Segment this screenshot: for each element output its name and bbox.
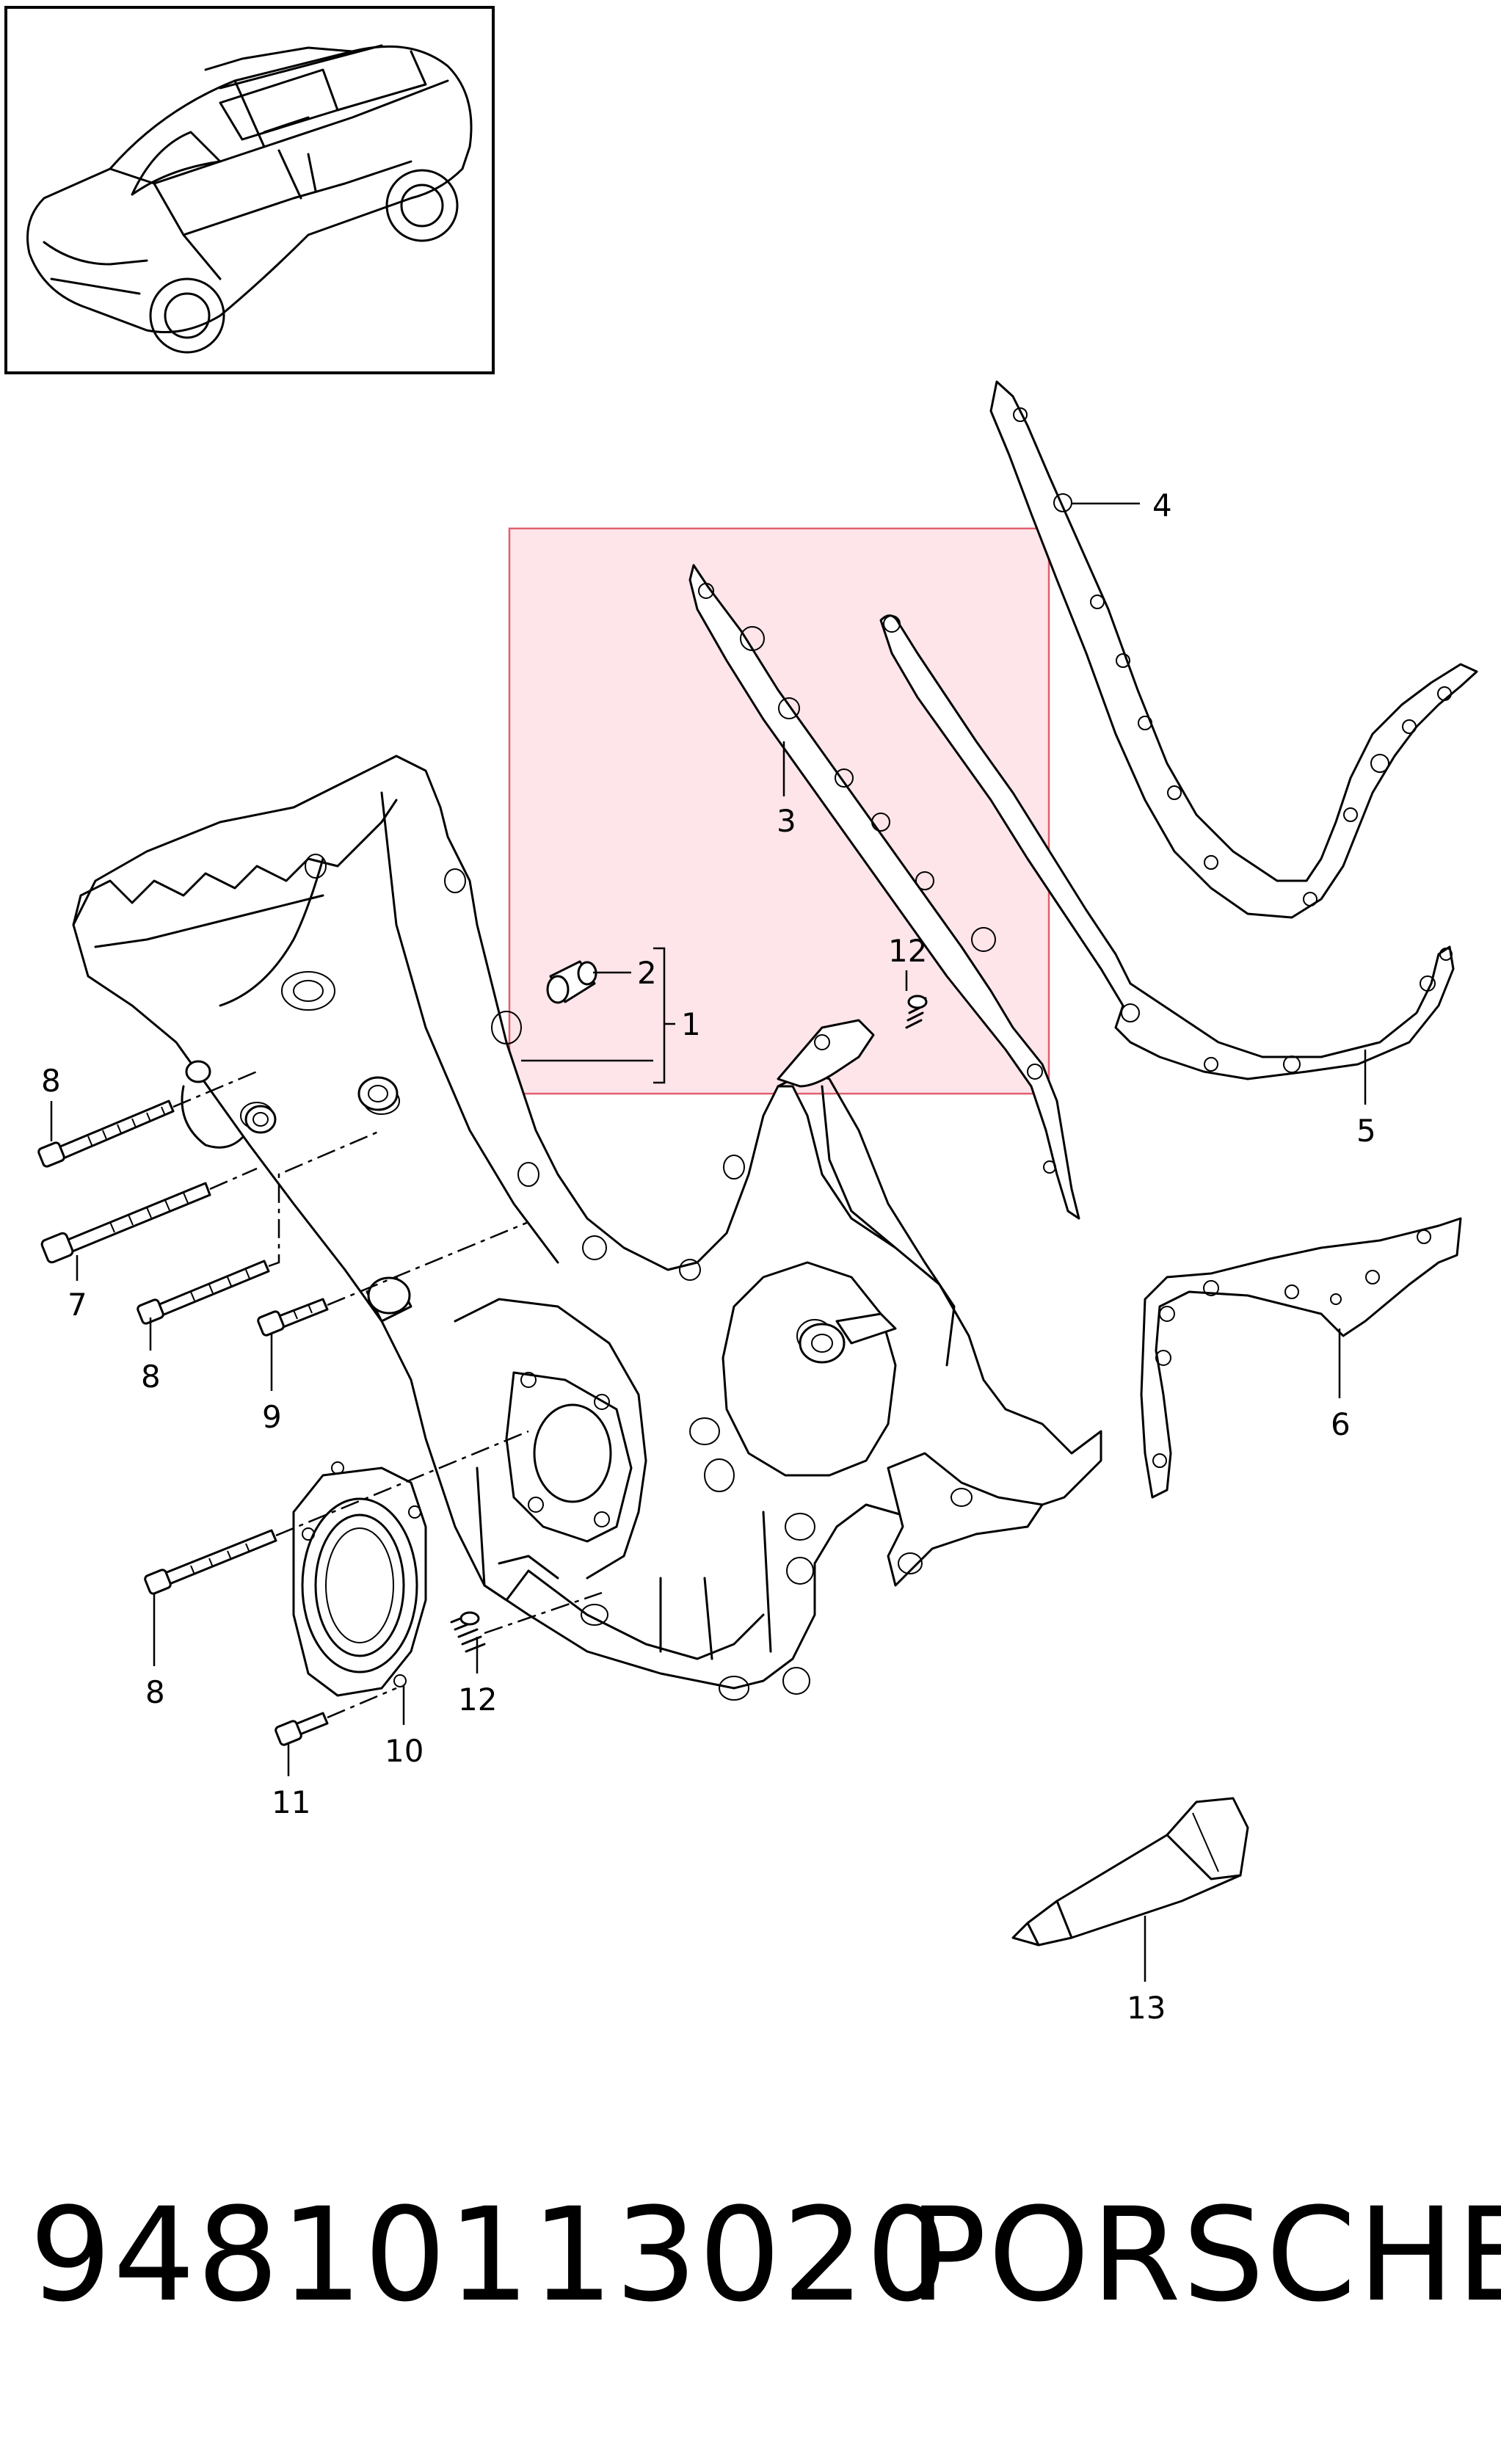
gasket-long-seal bbox=[879, 614, 1455, 1080]
callout-1: 1 bbox=[681, 1006, 701, 1042]
timing-cover-housing bbox=[72, 755, 1102, 1701]
callout-7: 7 bbox=[68, 1287, 87, 1323]
callout-4: 4 bbox=[1152, 487, 1172, 523]
leader-lines bbox=[50, 502, 1367, 1982]
spring-lower bbox=[450, 1611, 486, 1653]
crankshaft-seal-carrier bbox=[292, 1461, 427, 1697]
callout-6: 6 bbox=[1331, 1406, 1351, 1442]
spring-upper bbox=[905, 995, 928, 1029]
callout-2: 2 bbox=[637, 955, 657, 991]
callout-8-middle: 8 bbox=[141, 1359, 161, 1395]
suv-illustration-icon bbox=[26, 44, 473, 354]
bolt-7 bbox=[40, 1182, 211, 1264]
washer-upper bbox=[244, 1105, 277, 1134]
seal-ring-left bbox=[181, 1060, 244, 1149]
washer-right bbox=[357, 1076, 399, 1111]
brand-name: PORSCHE bbox=[909, 2180, 1501, 2330]
assembly-lines bbox=[172, 1070, 603, 1719]
sealant-tube-icon bbox=[1011, 1797, 1249, 1947]
callout-8-upper: 8 bbox=[41, 1063, 61, 1099]
part-number: 94810113020 bbox=[29, 2180, 950, 2330]
gasket-upper bbox=[989, 380, 1478, 919]
callout-12-upper: 12 bbox=[888, 933, 927, 969]
callout-11: 11 bbox=[272, 1784, 310, 1820]
bolt-9 bbox=[257, 1298, 329, 1337]
bolt-8-upper bbox=[37, 1100, 175, 1168]
gasket-lower-right bbox=[1140, 1217, 1462, 1499]
callout-10: 10 bbox=[385, 1733, 424, 1769]
callout-8-lower: 8 bbox=[145, 1674, 165, 1710]
callout-9: 9 bbox=[262, 1399, 282, 1435]
vehicle-thumbnail bbox=[4, 6, 495, 374]
callout-labels: 4 3 2 1 12 5 6 8 7 8 9 8 12 10 11 13 bbox=[41, 487, 1376, 2026]
dowel-sleeve bbox=[546, 960, 597, 1004]
gasket-center bbox=[688, 564, 1080, 1220]
callout-5: 5 bbox=[1356, 1113, 1376, 1149]
bolt-8-middle bbox=[137, 1260, 270, 1325]
bolt-11 bbox=[275, 1712, 329, 1746]
callout-3: 3 bbox=[777, 803, 796, 839]
callout-12-lower: 12 bbox=[458, 1682, 497, 1718]
bolt-8-lower bbox=[144, 1529, 277, 1595]
callout-13: 13 bbox=[1127, 1990, 1166, 2026]
